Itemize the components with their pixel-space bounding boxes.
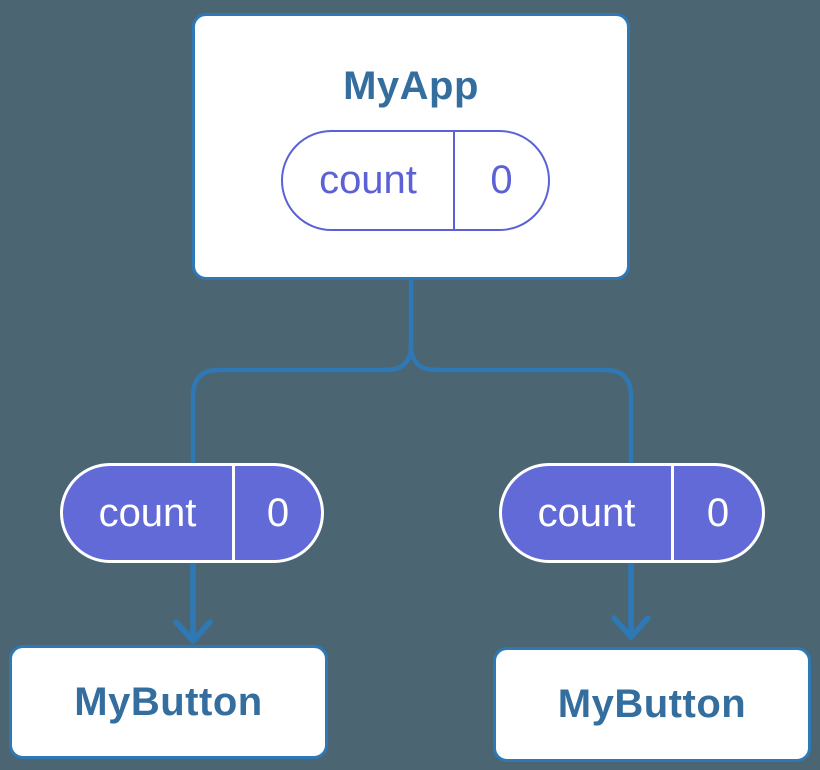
prop-pill-left: count 0 (60, 463, 324, 563)
connector-branch-left (190, 342, 414, 467)
prop-pill-value: 0 (706, 490, 730, 535)
node-mybutton-right: MyButton (493, 647, 811, 762)
arrowhead-down-icon (173, 619, 213, 644)
connector-branch-right (408, 342, 634, 467)
prop-pill-label: count (63, 466, 235, 560)
node-myapp: MyApp count 0 (192, 13, 630, 280)
node-mybutton-left: MyButton (9, 645, 328, 759)
arrowhead-down-icon (611, 615, 651, 640)
node-myapp-title: MyApp (343, 64, 479, 108)
state-pill-label: count (283, 132, 455, 229)
node-mybutton-title: MyButton (557, 682, 747, 726)
prop-pill-value: 0 (266, 490, 290, 535)
state-pill-myapp: count 0 (281, 130, 550, 231)
state-pill-value: 0 (490, 158, 513, 202)
prop-pill-label: count (502, 466, 674, 560)
prop-pill-right: count 0 (499, 463, 765, 563)
node-mybutton-title: MyButton (74, 679, 263, 724)
